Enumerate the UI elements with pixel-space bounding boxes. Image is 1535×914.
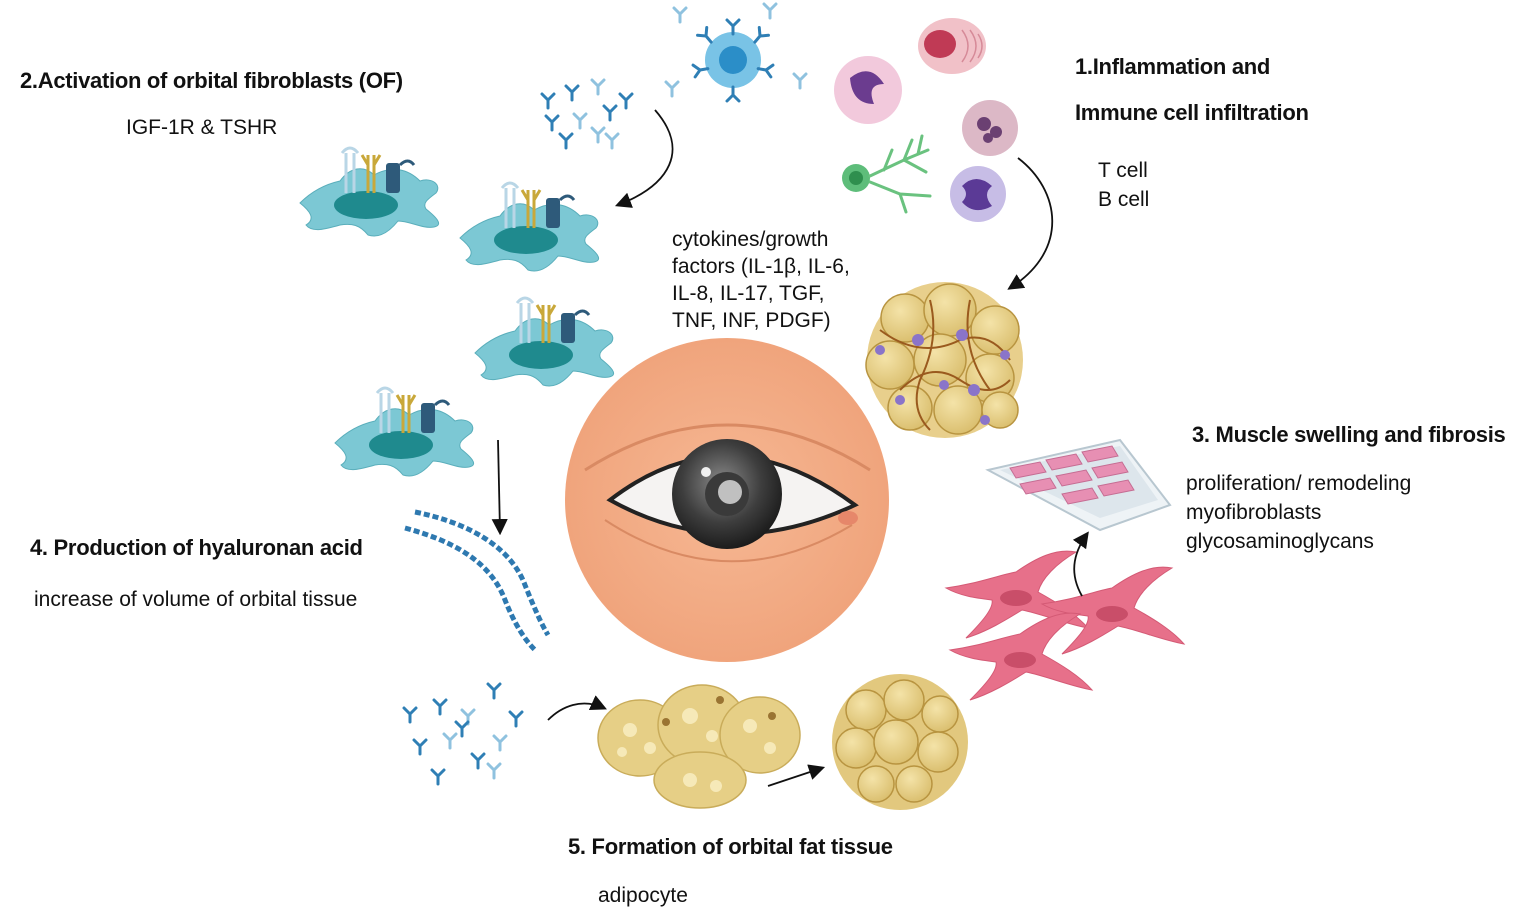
arrow-myofibroblast-to-plate — [1072, 531, 1089, 597]
cytokines-line1: cytokines/growth — [672, 228, 829, 251]
orbital-fibroblast-4 — [333, 386, 476, 478]
label-b-cell: B cell — [1098, 188, 1150, 211]
cytokines-line4: TNF, INF, PDGF) — [672, 309, 831, 332]
orbital-fibroblast-3 — [473, 296, 616, 388]
step4-title: 4. Production of hyaluronan acid — [30, 535, 363, 560]
myofibroblast-2 — [1041, 566, 1185, 655]
myofibroblast-3 — [949, 612, 1093, 701]
step3-title: 3. Muscle swelling and fibrosis — [1192, 422, 1506, 447]
eye-illustration — [565, 338, 889, 662]
arrow-immune-to-tissue — [1007, 157, 1054, 290]
adipocyte-cluster — [597, 684, 801, 809]
cytokines-line2: factors (IL-1β, IL-6, — [672, 255, 850, 278]
fat-tissue-bottom — [832, 674, 968, 810]
lymphocyte-cell — [664, 2, 808, 103]
arrow-antibodies-to-adipocytes — [547, 695, 607, 721]
step3-line1: proliferation/ remodeling — [1186, 472, 1412, 495]
flow-arrows — [491, 109, 1089, 787]
hyaluronan-strands — [404, 509, 551, 652]
step4-detail: increase of volume of orbital tissue — [34, 588, 358, 611]
culture-plate-icon — [985, 438, 1172, 532]
arrow-adipocytes-to-fat — [767, 764, 826, 787]
antibody-cluster-bottom — [402, 682, 524, 786]
step5-detail: adipocyte — [598, 884, 688, 907]
step1-title-line2: Immune cell infiltration — [1075, 100, 1309, 125]
arrow-antibody-to-fibroblast — [614, 109, 674, 208]
label-t-cell: T cell — [1098, 159, 1148, 182]
myofibroblast-1 — [945, 550, 1089, 639]
arrow-fibroblast-to-hyaluronan — [491, 439, 508, 536]
immune-cells — [834, 18, 1018, 222]
cytokines-line3: IL-8, IL-17, TGF, — [672, 282, 825, 305]
step3-line3: glycosaminoglycans — [1186, 530, 1374, 553]
antibody-cluster-top — [540, 78, 634, 150]
cytokines-label: cytokines/growth factors (IL-1β, IL-6, I… — [672, 226, 850, 334]
step3-line2: myofibroblasts — [1186, 501, 1322, 524]
step2-title: 2.Activation of orbital fibroblasts (OF) — [20, 68, 403, 93]
step1-title-line1: 1.Inflammation and — [1075, 54, 1271, 79]
infiltrated-fat-tissue — [865, 282, 1023, 438]
orbital-fibroblast-2 — [458, 181, 601, 273]
step5-title: 5. Formation of orbital fat tissue — [568, 834, 893, 859]
orbital-fibroblast-1 — [298, 146, 441, 238]
step2-receptors: IGF-1R & TSHR — [126, 116, 278, 139]
